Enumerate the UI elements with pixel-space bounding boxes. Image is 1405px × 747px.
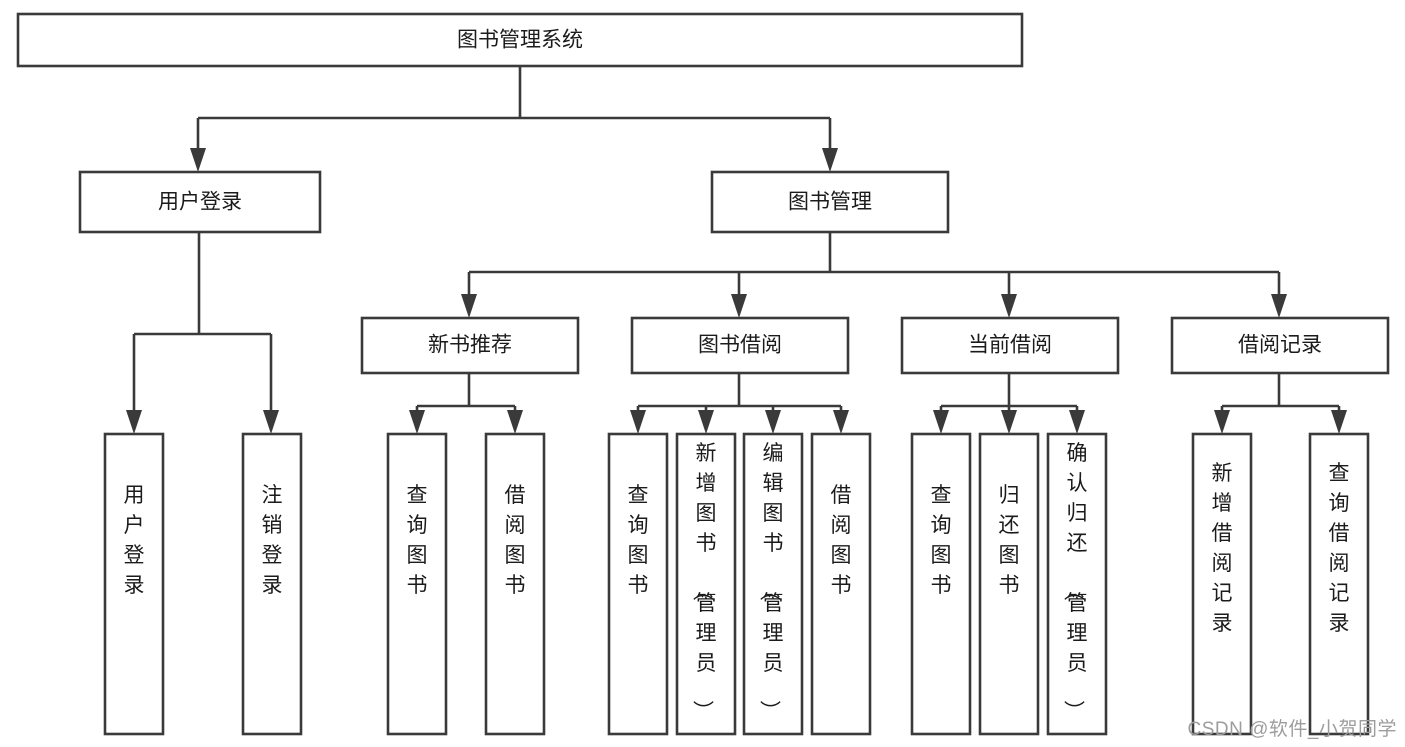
node-leaf-query-borrow-record[interactable]: 查询借阅记录 — [1308, 432, 1370, 736]
node-leaf-add-borrow-record-label: 新增借阅记录 — [1212, 462, 1233, 635]
connector-group-root — [190, 66, 838, 172]
node-leaf-query-book-3-label: 查询图书 — [931, 484, 952, 597]
node-leaf-add-book-label: 新增图书（管理员） — [691, 442, 717, 721]
arrow-bm-to-book-borrow — [731, 294, 747, 318]
node-leaf-query-book-1[interactable]: 查询图书 — [386, 432, 448, 736]
arrow-cb-to-leaf-1 — [933, 410, 949, 434]
node-leaf-logout-login-label: 注销登录 — [262, 484, 283, 597]
arrow-bb-to-leaf-2 — [698, 410, 714, 434]
node-leaf-user-login-label: 用户登录 — [124, 484, 145, 597]
node-book-management-box[interactable] — [710, 170, 950, 234]
connector-group-new-book-recommend — [409, 373, 523, 434]
node-new-book-recommend-box[interactable] — [360, 316, 580, 375]
connector-group-user-login — [126, 232, 279, 434]
node-leaf-borrow-book-2-box[interactable] — [810, 432, 872, 736]
arrow-br-to-leaf-1 — [1214, 410, 1230, 434]
arrow-bm-to-new-book — [461, 294, 477, 318]
connector-group-book-borrow — [630, 373, 849, 434]
node-leaf-edit-book-box[interactable] — [742, 432, 804, 736]
arrow-user-login-to-leaf-2 — [263, 410, 279, 434]
node-book-borrow-box[interactable] — [630, 316, 850, 375]
node-leaf-add-borrow-record-box[interactable] — [1191, 432, 1253, 736]
node-leaf-logout-login[interactable]: 注销登录 — [241, 432, 303, 736]
node-leaf-add-book[interactable]: 新增图书（管理员） — [675, 432, 737, 736]
node-leaf-add-book-box[interactable] — [675, 432, 737, 736]
node-leaf-user-login[interactable]: 用户登录 — [103, 432, 165, 736]
node-current-borrow-box[interactable] — [900, 316, 1120, 375]
node-leaf-borrow-book-1-box[interactable] — [484, 432, 546, 736]
node-leaf-query-borrow-record-box[interactable] — [1308, 432, 1370, 736]
node-user-login-box[interactable] — [78, 170, 322, 234]
node-root-box[interactable] — [16, 12, 1024, 68]
arrow-nbr-to-leaf-1 — [409, 410, 425, 434]
node-leaf-query-book-2-box[interactable] — [607, 432, 669, 736]
arrow-bb-to-leaf-1 — [630, 410, 646, 434]
node-leaf-borrow-book-2-label: 借阅图书 — [831, 484, 852, 597]
arrow-bb-to-leaf-4 — [833, 410, 849, 434]
arrow-root-to-book-management — [822, 148, 838, 172]
connector-group-current-borrow — [933, 373, 1085, 434]
arrow-bm-to-borrow-record — [1271, 294, 1287, 318]
node-root[interactable]: 图书管理系统 — [16, 12, 1024, 68]
node-leaf-edit-book-label: 编辑图书（管理员） — [758, 442, 784, 721]
node-book-borrow-label: 图书借阅 — [698, 334, 782, 357]
node-leaf-borrow-book-1[interactable]: 借阅图书 — [484, 432, 546, 736]
node-leaf-user-login-box[interactable] — [103, 432, 165, 736]
node-leaf-query-borrow-record-label: 查询借阅记录 — [1329, 462, 1350, 635]
node-leaf-query-book-1-box[interactable] — [386, 432, 448, 736]
node-leaf-query-book-1-label: 查询图书 — [407, 484, 428, 597]
node-leaf-return-book-box[interactable] — [978, 432, 1040, 736]
node-leaf-add-borrow-record[interactable]: 新增借阅记录 — [1191, 432, 1253, 736]
node-borrow-record[interactable]: 借阅记录 — [1170, 316, 1390, 375]
node-root-label: 图书管理系统 — [457, 29, 583, 52]
node-leaf-query-book-3[interactable]: 查询图书 — [910, 432, 972, 736]
arrow-nbr-to-leaf-2 — [507, 410, 523, 434]
node-leaf-confirm-return[interactable]: 确认归还（管理员） — [1046, 432, 1108, 736]
arrow-bm-to-current-borrow — [1001, 294, 1017, 318]
node-leaf-borrow-book-2[interactable]: 借阅图书 — [810, 432, 872, 736]
node-user-login[interactable]: 用户登录 — [78, 170, 322, 234]
node-new-book-recommend-label: 新书推荐 — [428, 334, 512, 357]
node-leaf-query-book-2-label: 查询图书 — [628, 484, 649, 597]
node-current-borrow[interactable]: 当前借阅 — [900, 316, 1120, 375]
node-borrow-record-box[interactable] — [1170, 316, 1390, 375]
arrow-bb-to-leaf-3 — [765, 410, 781, 434]
node-leaf-confirm-return-box[interactable] — [1046, 432, 1108, 736]
node-user-login-label: 用户登录 — [158, 191, 242, 214]
node-borrow-record-label: 借阅记录 — [1238, 334, 1322, 357]
connector-group-borrow-record — [1214, 373, 1347, 434]
node-leaf-borrow-book-1-label: 借阅图书 — [505, 484, 526, 597]
node-leaf-return-book[interactable]: 归还图书 — [978, 432, 1040, 736]
node-leaf-edit-book[interactable]: 编辑图书（管理员） — [742, 432, 804, 736]
node-book-borrow[interactable]: 图书借阅 — [630, 316, 850, 375]
node-current-borrow-label: 当前借阅 — [968, 334, 1052, 357]
node-book-management-label: 图书管理 — [788, 191, 872, 214]
node-leaf-logout-login-box[interactable] — [241, 432, 303, 736]
arrow-cb-to-leaf-2 — [1001, 410, 1017, 434]
node-leaf-query-book-2[interactable]: 查询图书 — [607, 432, 669, 736]
node-book-management[interactable]: 图书管理 — [710, 170, 950, 234]
connector-group-book-management — [461, 232, 1287, 318]
node-new-book-recommend[interactable]: 新书推荐 — [360, 316, 580, 375]
arrow-br-to-leaf-2 — [1331, 410, 1347, 434]
node-leaf-return-book-label: 归还图书 — [999, 484, 1020, 597]
node-leaf-confirm-return-label: 确认归还（管理员） — [1062, 442, 1088, 721]
arrow-root-to-user-login — [190, 148, 206, 172]
arrow-cb-to-leaf-3 — [1069, 410, 1085, 434]
node-leaf-query-book-3-box[interactable] — [910, 432, 972, 736]
arrow-user-login-to-leaf-1 — [126, 410, 142, 434]
